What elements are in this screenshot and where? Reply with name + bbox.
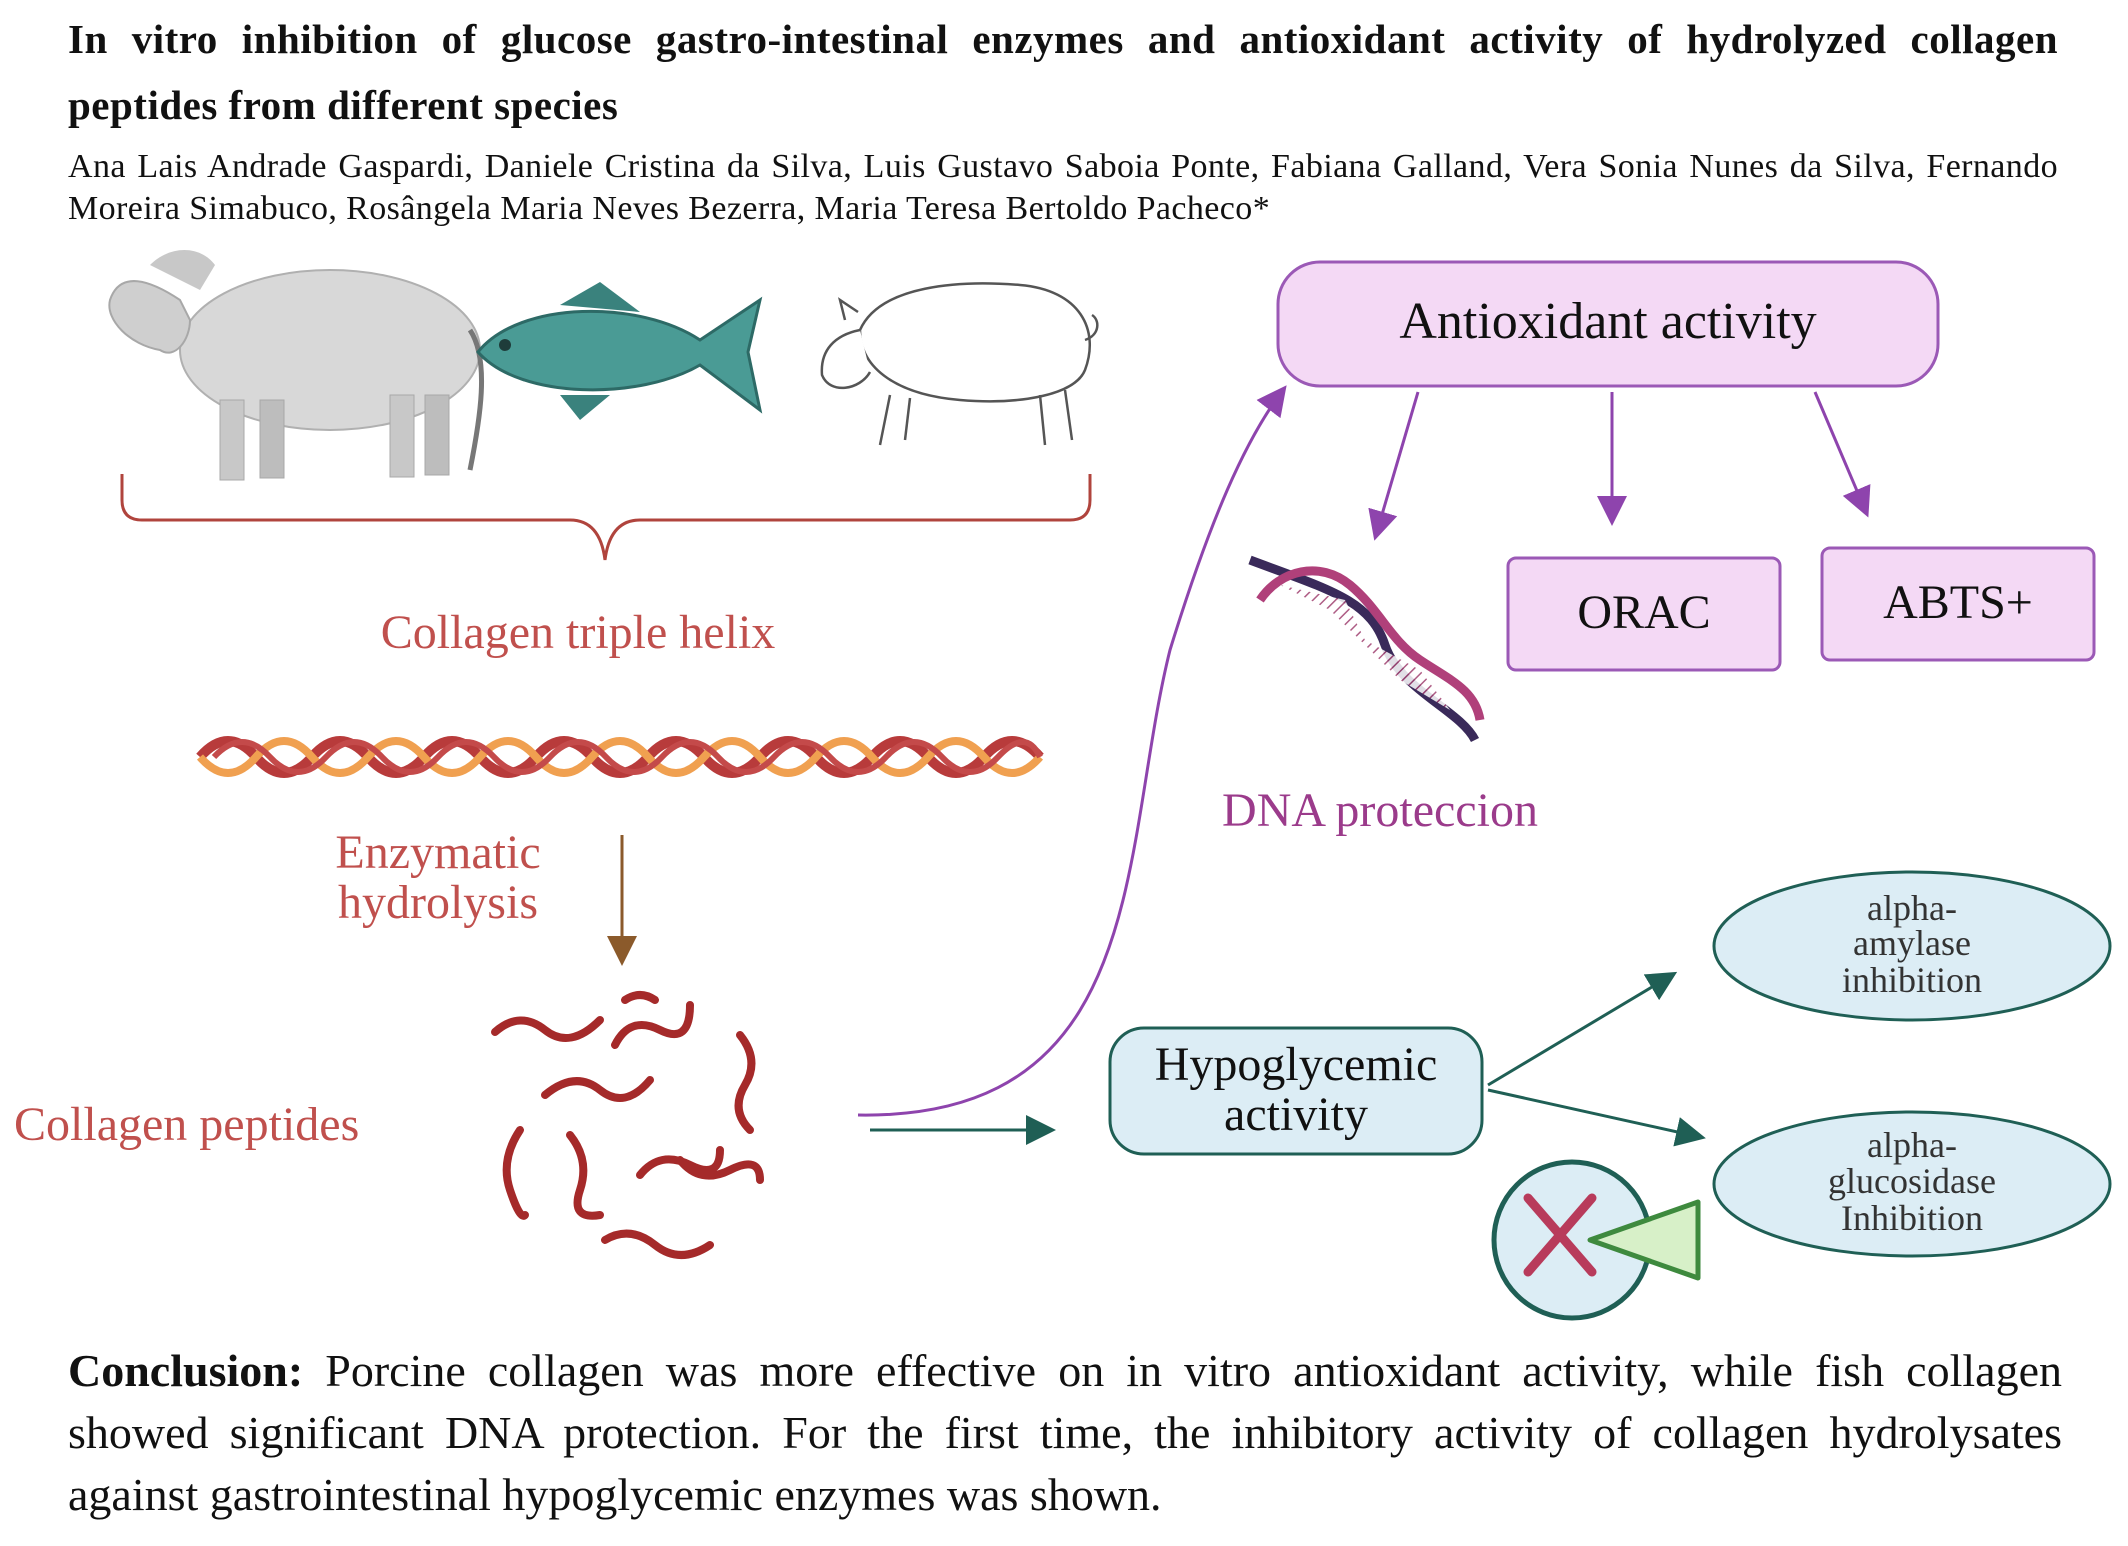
arrow-to-glucosidase xyxy=(1487,1088,1706,1147)
pig-icon xyxy=(820,282,1099,446)
hypoglycemic-label-line1: Hypoglycemic xyxy=(1155,1038,1438,1091)
glucosidase-label-line3: Inhibition xyxy=(1841,1198,1983,1238)
author-list: Ana Lais Andrade Gaspardi, Daniele Crist… xyxy=(68,148,2058,227)
abts-label: ABTS+ xyxy=(1883,576,2033,629)
abts-box xyxy=(1820,546,2096,662)
amylase-label-line3: inhibition xyxy=(1842,960,1982,1000)
fish-icon xyxy=(476,282,763,420)
hypoglycemic-label-line2: activity xyxy=(1224,1088,1368,1141)
antioxidant-activity-label: Antioxidant activity xyxy=(1399,293,1816,350)
amylase-label-line1: alpha- xyxy=(1867,888,1957,928)
glucosidase-label-line2: glucosidase xyxy=(1828,1161,1996,1201)
arrow-to-dna xyxy=(1368,391,1420,541)
grouping-brace xyxy=(120,474,1092,561)
collagen-triple-helix-label: Collagen triple helix xyxy=(381,606,776,659)
triple-helix-icon xyxy=(196,736,1044,778)
enzymatic-hydrolysis-label-line1: Enzymatic xyxy=(335,826,540,879)
peptide-fragments-icon xyxy=(491,991,764,1259)
orac-box xyxy=(1506,556,1782,672)
conclusion-label: Conclusion: xyxy=(68,1345,304,1396)
arrow-to-amylase xyxy=(1487,971,1678,1087)
cow-icon xyxy=(108,250,484,481)
hypoglycemic-activity-box xyxy=(1108,1026,1484,1156)
enzyme-inhibition-icon xyxy=(1491,1159,1701,1321)
alpha-glucosidase-inhibition-box xyxy=(1712,1110,2112,1258)
dna-protection-label: DNA proteccion xyxy=(1222,784,1538,837)
amylase-label-line2: amylase xyxy=(1853,923,1971,963)
alpha-amylase-inhibition-box xyxy=(1712,870,2112,1022)
collagen-peptides-label: Collagen peptides xyxy=(14,1098,359,1151)
antioxidant-pathway-arrow xyxy=(857,385,1287,1117)
conclusion-paragraph: Conclusion: Porcine collagen was more ef… xyxy=(68,1340,2062,1526)
antioxidant-activity-box xyxy=(1276,260,1940,388)
arrow-to-abts xyxy=(1813,391,1871,518)
dna-icon xyxy=(1248,555,1485,743)
enzymatic-hydrolysis-label-line2: hydrolysis xyxy=(338,876,538,929)
glucosidase-label-line1: alpha- xyxy=(1867,1125,1957,1165)
orac-label: ORAC xyxy=(1577,586,1710,639)
paper-title: In vitro inhibition of glucose gastro-in… xyxy=(68,16,2058,128)
conclusion-text: Porcine collagen was more effective on i… xyxy=(68,1345,2062,1520)
